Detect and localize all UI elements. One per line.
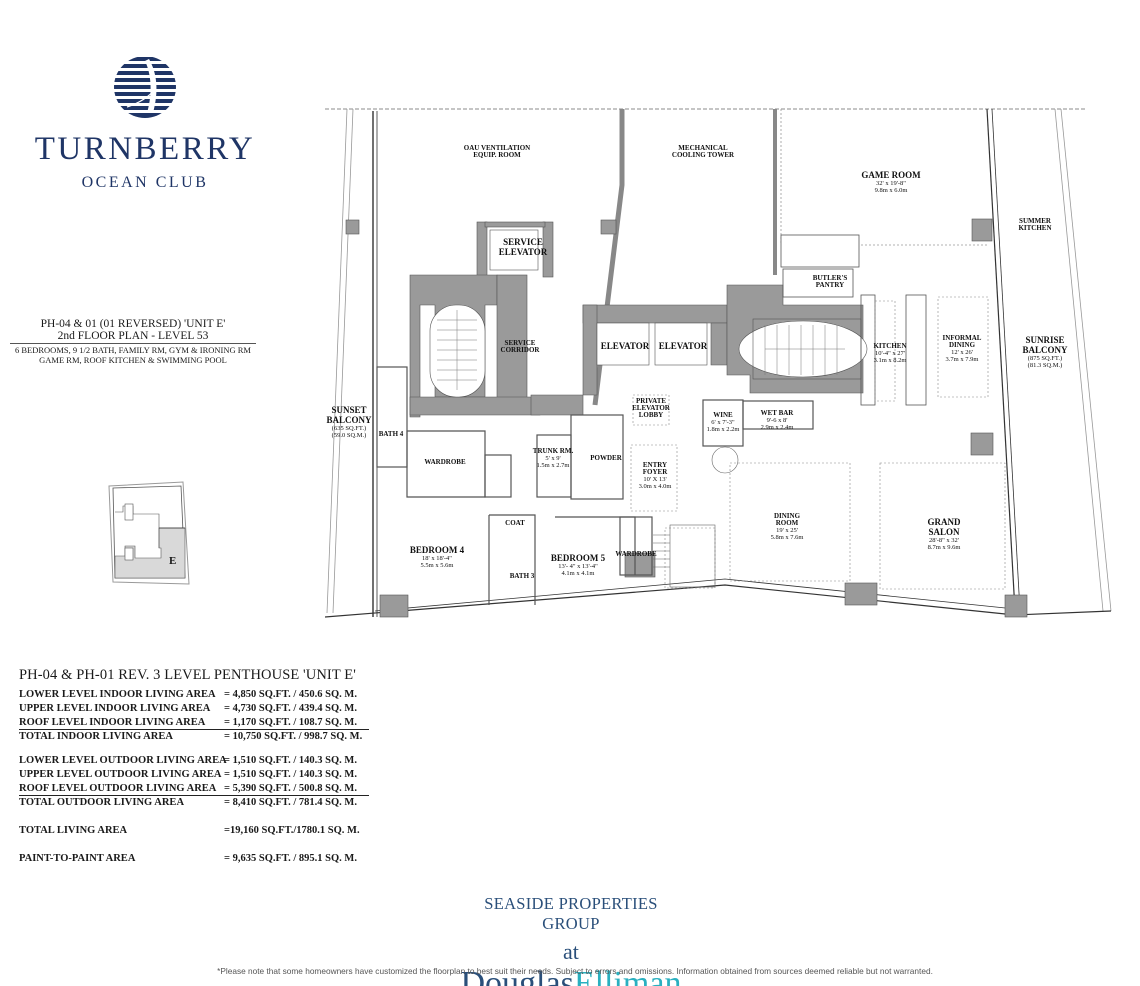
sailing-sphere-logo-icon	[114, 57, 176, 118]
room-elevator-2: ELEVATOR	[658, 341, 708, 351]
room-elevator-1: ELEVATOR	[600, 341, 650, 351]
plan-level-title: 2nd FLOOR PLAN - LEVEL 53	[57, 330, 209, 342]
plan-description-line1: 6 BEDROOMS, 9 1/2 BATH, FAMILY RM, GYM &…	[15, 345, 251, 355]
room-wardrobe-2: WARDROBE	[615, 550, 657, 558]
brand-subtitle: OCEAN CLUB	[81, 174, 209, 191]
room-powder: POWDER	[590, 454, 622, 462]
brand-name: TURNBERRY	[34, 131, 256, 167]
area-row: UPPER LEVEL OUTDOOR LIVING AREA= 1,510 S…	[19, 769, 357, 780]
broker-brand: at DouglasElliman	[460, 939, 682, 986]
room-trunk-room: TRUNK RM.5' x 9'1.5m x 2.7m	[532, 447, 574, 470]
disclaimer: *Please note that some homeowners have c…	[217, 966, 933, 976]
area-total-row: TOTAL OUTDOOR LIVING AREA= 8,410 SQ.FT. …	[19, 797, 357, 808]
room-bath-4: BATH 4	[378, 430, 404, 438]
broker-group-name: SEASIDE PROPERTIES GROUP	[484, 894, 658, 933]
area-row: ROOF LEVEL INDOOR LIVING AREA= 1,170 SQ.…	[19, 716, 369, 730]
title-divider	[10, 343, 256, 344]
area-row: ROOF LEVEL OUTDOOR LIVING AREA= 5,390 SQ…	[19, 782, 369, 796]
paint-to-paint-row: PAINT-TO-PAINT AREA= 9,635 SQ.FT. / 895.…	[19, 853, 357, 864]
area-summary-table: PH-04 & PH-01 REV. 3 LEVEL PENTHOUSE 'UN…	[19, 667, 369, 866]
area-row: UPPER LEVEL INDOOR LIVING AREA= 4,730 SQ…	[19, 703, 357, 714]
room-bath-3: BATH 3	[509, 572, 535, 580]
turnberry-logo: TURNBERRY OCEAN CLUB	[20, 55, 270, 192]
plan-unit-title: PH-04 & 01 (01 REVERSED) 'UNIT E'	[40, 318, 226, 330]
broker-logo: SEASIDE PROPERTIES GROUP at DouglasEllim…	[455, 894, 687, 986]
total-living-area-row: TOTAL LIVING AREA=19,160 SQ.FT./1780.1 S…	[19, 825, 360, 836]
area-row: LOWER LEVEL INDOOR LIVING AREA= 4,850 SQ…	[19, 689, 357, 700]
room-wardrobe-1: WARDROBE	[424, 458, 466, 466]
key-plan-unit-letter: E	[169, 555, 177, 567]
area-table-heading: PH-04 & PH-01 REV. 3 LEVEL PENTHOUSE 'UN…	[19, 667, 356, 683]
plan-description-line2: GAME RM, ROOF KITCHEN & SWIMMING POOL	[39, 355, 227, 365]
plan-title-block: PH-04 & 01 (01 REVERSED) 'UNIT E' 2nd FL…	[8, 318, 258, 365]
area-row: LOWER LEVEL OUTDOOR LIVING AREA= 1,510 S…	[19, 755, 357, 766]
key-plan-diagram	[108, 481, 190, 585]
room-coat: COAT	[505, 519, 525, 527]
key-plan: E	[103, 478, 193, 593]
floor-plan-drawing	[324, 108, 1112, 618]
area-total-row: TOTAL INDOOR LIVING AREA= 10,750 SQ.FT. …	[19, 731, 363, 742]
